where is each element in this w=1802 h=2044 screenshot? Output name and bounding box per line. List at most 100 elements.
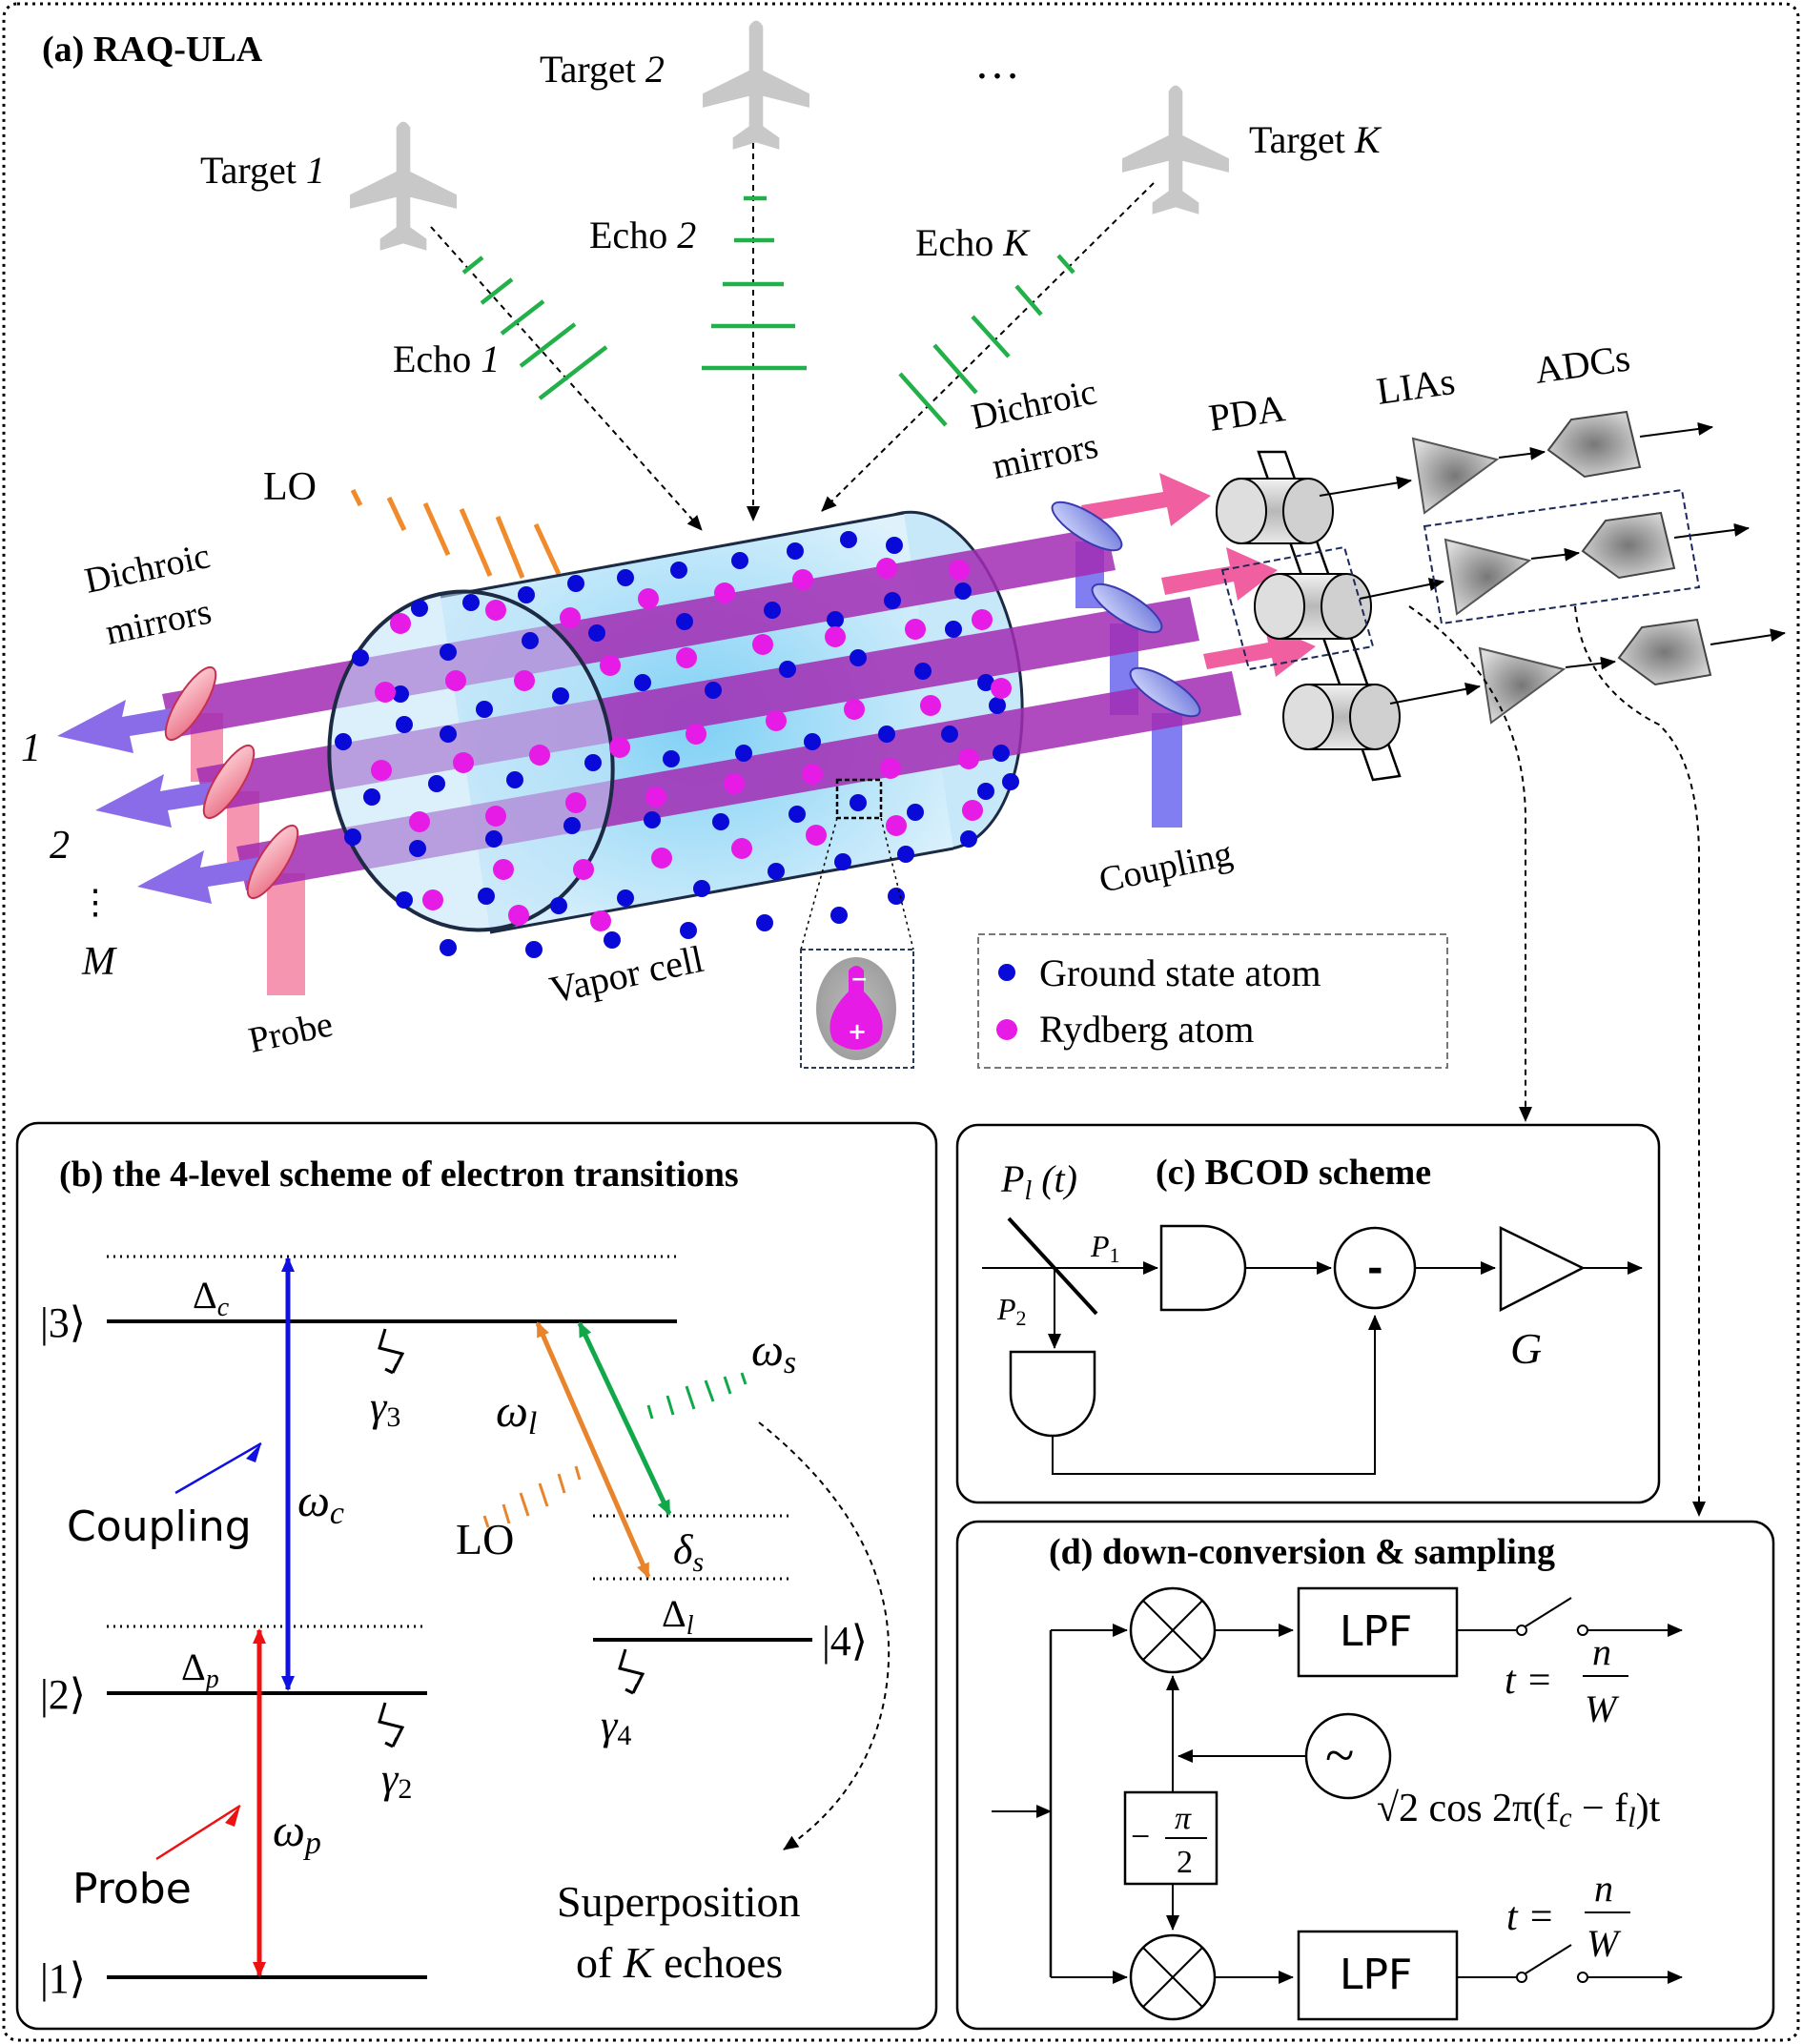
ground-atom xyxy=(884,592,901,609)
rydberg-atom xyxy=(714,583,735,603)
rydberg-atom xyxy=(590,910,611,931)
targets-ellipsis: … xyxy=(974,38,1020,89)
ground-atom xyxy=(830,907,848,924)
photodetector-1 xyxy=(1159,1224,1247,1312)
ground-atom xyxy=(550,897,567,914)
rydberg-atom xyxy=(508,905,529,926)
probe-label: Probe xyxy=(245,1004,336,1061)
panel-a: (a) RAQ-ULA Target 1 Target 2 Target K … xyxy=(21,20,1786,1517)
rydberg-atom xyxy=(676,647,697,668)
rydberg-atom xyxy=(991,678,1012,699)
oscillator-formula: √2 cos 2π(fc − fl)t xyxy=(1377,1787,1661,1833)
ground-atom xyxy=(563,817,581,834)
rydberg-atom xyxy=(844,699,865,720)
lpf-1 xyxy=(1297,1586,1459,1678)
rydberg-atom xyxy=(886,815,907,836)
svg-text:W: W xyxy=(1587,1922,1622,1965)
svg-text:t =: t = xyxy=(1506,1895,1555,1939)
gamma-4-label: γ4 xyxy=(601,1702,631,1751)
ground-atom xyxy=(352,649,369,666)
level-4-label: |4⟩ xyxy=(822,1618,868,1665)
gamma-3-label: γ3 xyxy=(370,1383,400,1433)
rydberg-atom xyxy=(806,825,827,846)
rydberg-atom xyxy=(529,745,550,766)
ground-atom xyxy=(485,830,502,848)
panel-c-frame xyxy=(955,1123,1661,1504)
rydberg-atom xyxy=(645,787,666,807)
rydberg-atom xyxy=(731,838,752,859)
rydberg-dipole-icon xyxy=(829,966,883,1050)
rydberg-atom xyxy=(493,859,514,880)
sampling-time-2: t = n W xyxy=(1506,1867,1630,1965)
ground-atom xyxy=(396,716,413,733)
beam-2-label: 2 xyxy=(50,824,70,868)
ground-atom xyxy=(506,771,523,788)
rydberg-atom xyxy=(962,800,983,821)
sampling-time-1: t = n W xyxy=(1505,1630,1628,1730)
ground-atom xyxy=(344,828,361,846)
rydberg-atom xyxy=(422,889,443,910)
rydberg-atom xyxy=(485,806,506,827)
ground-atom xyxy=(663,750,680,767)
ground-atom xyxy=(617,889,634,907)
delta-p-label: Δp xyxy=(181,1645,219,1694)
ground-atom xyxy=(977,783,994,800)
atom-minus-sign: − xyxy=(850,968,868,991)
ground-atom xyxy=(440,939,457,956)
ground-atom xyxy=(409,840,426,857)
ground-atom xyxy=(363,788,380,806)
ground-atom xyxy=(960,830,977,848)
ground-atom xyxy=(712,813,729,830)
ground-atom xyxy=(993,745,1010,762)
ground-atom xyxy=(670,562,687,579)
ground-atom xyxy=(779,661,796,678)
lo-label-b: LO xyxy=(456,1515,514,1564)
beam-1-label: 1 xyxy=(21,726,41,770)
lia-to-adc-lines xyxy=(1498,446,1616,670)
rydberg-atom xyxy=(600,655,621,676)
superposition-label-2: of K echoes xyxy=(576,1938,783,1987)
mixer-2 xyxy=(1129,1933,1217,2021)
panel-c-title: (c) BCOD scheme xyxy=(1156,1153,1431,1193)
rydberg-atom xyxy=(920,695,941,716)
ground-atom xyxy=(440,726,457,743)
lpf-2-label: LPF xyxy=(1340,1951,1412,1999)
ground-atom xyxy=(834,853,851,870)
rydberg-atom xyxy=(880,758,901,779)
omega-p-label: ωp xyxy=(273,1806,321,1861)
legend-ground-label: Ground state atom xyxy=(1039,951,1321,994)
detuning-lines xyxy=(107,1255,791,1628)
rydberg-atom xyxy=(375,682,396,703)
ground-atom xyxy=(756,914,773,931)
rydberg-atom xyxy=(792,569,813,590)
adc-output-lines xyxy=(1639,422,1786,645)
ground-atom xyxy=(888,888,905,905)
oscillator-symbol: ~ xyxy=(1325,1727,1354,1786)
ground-atom xyxy=(907,804,924,821)
bcod-input-label: Pl (t) xyxy=(1000,1157,1077,1206)
sampler-1 xyxy=(1457,1597,1683,1637)
omega-c-label: ωc xyxy=(297,1476,344,1531)
echo-k-wavefronts xyxy=(898,254,1075,427)
ground-atom xyxy=(335,733,352,750)
ground-atom xyxy=(392,685,409,703)
phase-den: 2 xyxy=(1177,1845,1193,1880)
ground-atom xyxy=(914,663,932,680)
rydberg-atom xyxy=(445,670,466,691)
ground-atom xyxy=(476,701,493,718)
rydberg-atom xyxy=(766,710,787,731)
ground-atom xyxy=(850,794,867,811)
target-1-plane-icon xyxy=(350,121,457,251)
delta-l-label: Δl xyxy=(662,1592,694,1641)
delta-s-label: δs xyxy=(673,1526,704,1578)
rydberg-atom xyxy=(609,737,630,758)
ground-atom xyxy=(977,674,994,691)
ground-atom xyxy=(804,733,821,750)
ground-atom xyxy=(954,583,972,600)
ground-atom xyxy=(525,941,543,958)
panel-b: (b) the 4-level scheme of electron trans… xyxy=(15,1121,938,2031)
ground-atom xyxy=(522,632,539,649)
phase-num: π xyxy=(1175,1801,1192,1836)
ground-atom xyxy=(518,586,535,603)
